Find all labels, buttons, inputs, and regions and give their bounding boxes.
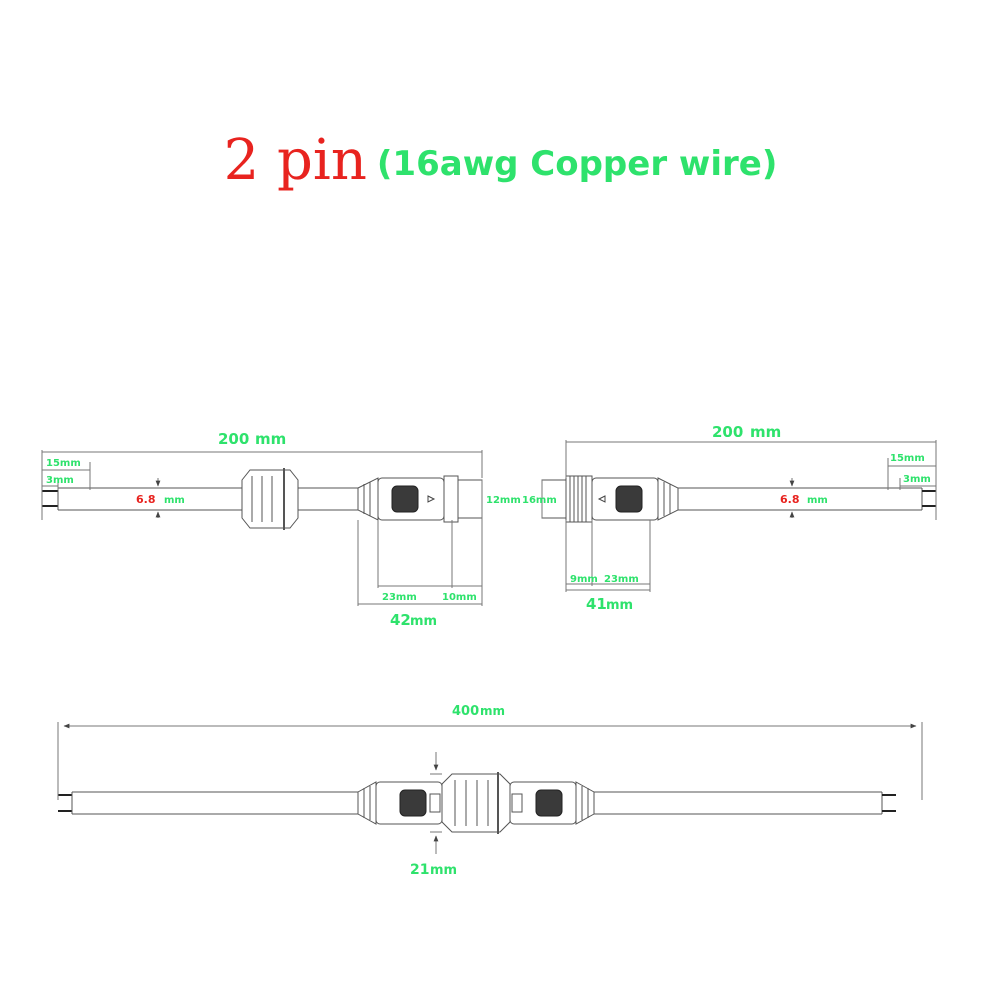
- title-main: 2 pin: [223, 128, 367, 193]
- male-total-unit: mm: [606, 598, 633, 613]
- assembled-cable: [58, 772, 896, 834]
- male-seg-b: 23mm: [604, 574, 639, 585]
- female-diameter-num: 6.8: [136, 493, 156, 506]
- assembly-dimensions: [57, 722, 923, 854]
- title-sub: (16awg Copper wire): [376, 144, 778, 184]
- male-seg-a: 9mm: [570, 574, 598, 585]
- female-total-unit: mm: [410, 614, 437, 629]
- male-diameter-num: 6.8: [780, 493, 800, 506]
- female-dimensions: [41, 450, 483, 606]
- male-strip-inner: 3mm: [903, 474, 931, 485]
- female-head-diameter: 12mm: [486, 495, 521, 506]
- female-cable: [42, 468, 483, 530]
- female-length-unit: mm: [255, 430, 286, 448]
- male-diameter-unit: mm: [807, 495, 828, 506]
- female-strip-inner: 3mm: [46, 475, 74, 486]
- male-length-unit: mm: [750, 423, 781, 441]
- male-dimensions: [541, 440, 937, 592]
- male-length-num: 200: [712, 423, 743, 441]
- female-diameter-unit: mm: [164, 495, 185, 506]
- male-strip-outer: 15mm: [890, 453, 925, 464]
- female-length-num: 200: [218, 430, 249, 448]
- female-strip-outer: 15mm: [46, 458, 81, 469]
- male-total-num: 41: [586, 595, 607, 613]
- assembly-diameter-unit: mm: [430, 863, 457, 878]
- assembly-diameter-num: 21: [410, 862, 429, 878]
- male-head-diameter: 16mm: [522, 495, 557, 506]
- female-seg-a: 23mm: [382, 592, 417, 603]
- assembly-length-num: 400: [452, 704, 479, 719]
- male-cable: [541, 475, 936, 523]
- assembly-length-unit: mm: [480, 704, 505, 718]
- female-total-num: 42: [390, 611, 411, 629]
- female-seg-b: 10mm: [442, 592, 477, 603]
- diagram-title: 2 pin(16awg Copper wire): [0, 128, 1001, 193]
